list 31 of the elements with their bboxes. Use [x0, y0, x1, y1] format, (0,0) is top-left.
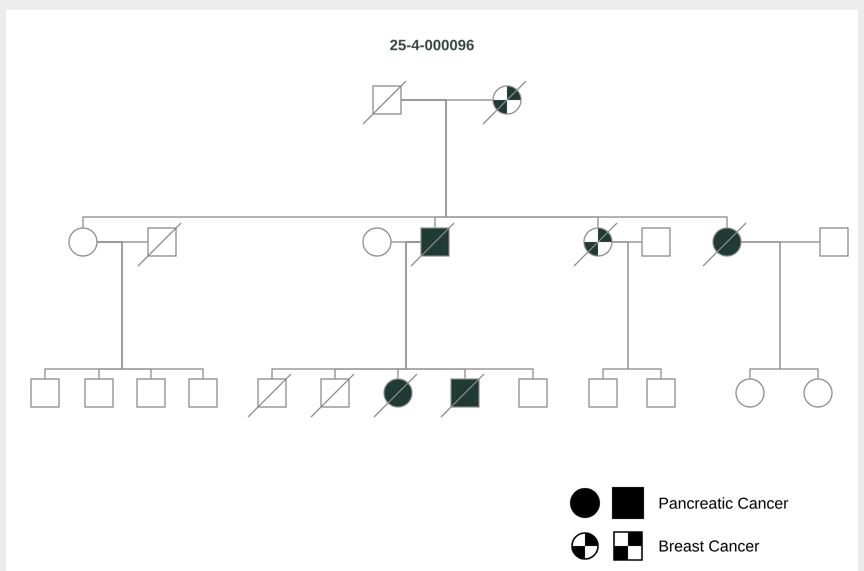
- descent-line: [612, 241, 662, 378]
- female-symbol: [482, 80, 526, 124]
- female-symbol: [735, 378, 765, 408]
- descent-line: [742, 241, 819, 378]
- male-symbol: [646, 378, 676, 408]
- female-symbol: [374, 374, 418, 418]
- male-symbol: [518, 378, 548, 408]
- descent-line: [405, 241, 534, 378]
- female-symbol: [803, 378, 833, 408]
- legend-text: Breast Cancer: [660, 540, 760, 552]
- descent-line: [402, 99, 728, 228]
- male-symbol: [248, 374, 292, 418]
- male-symbol: [410, 222, 454, 266]
- female-symbol: [362, 227, 392, 257]
- female-symbol: [702, 222, 746, 266]
- male-symbol: [84, 378, 114, 408]
- descent-line: [98, 241, 204, 378]
- male-symbol: [188, 378, 218, 408]
- female-symbol: [68, 227, 98, 257]
- title: 25-4-000096: [390, 40, 474, 50]
- male-symbol: [310, 374, 354, 418]
- legend-text: Pancreatic Cancer: [660, 497, 788, 509]
- male-symbol: [362, 80, 406, 124]
- male-symbol: [30, 378, 60, 408]
- male-symbol: [641, 227, 671, 257]
- male-symbol: [588, 378, 618, 408]
- male-symbol: [138, 222, 182, 266]
- male-symbol: [136, 378, 166, 408]
- female-symbol: [574, 222, 618, 266]
- male-symbol: [819, 227, 849, 257]
- male-symbol: [440, 374, 484, 418]
